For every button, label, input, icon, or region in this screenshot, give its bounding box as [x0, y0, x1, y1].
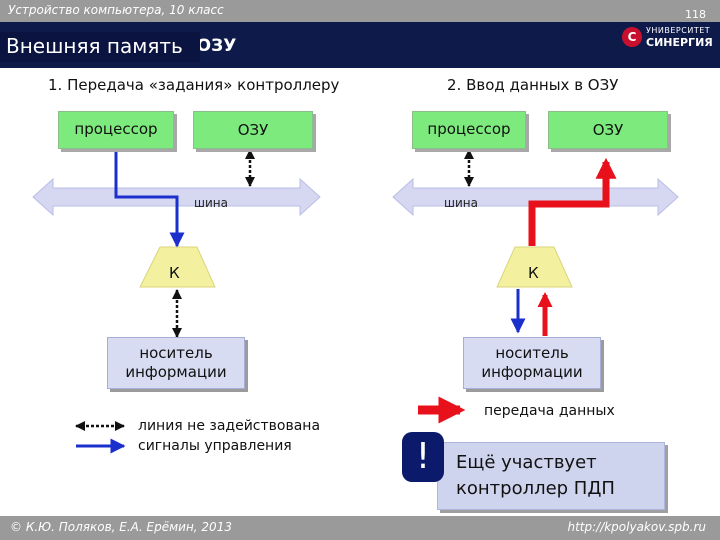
bus-label-1: шина — [194, 196, 228, 210]
legend-transfer: передача данных — [484, 403, 615, 419]
note-line1: Ещё участвует — [456, 452, 597, 473]
synergy-logo-icon: С — [622, 27, 642, 47]
course-label: Устройство компьютера, 10 класс — [8, 3, 224, 17]
bus-label-2: шина — [444, 196, 478, 210]
panel1-heading: 1. Передача «задания» контроллеру — [48, 76, 340, 94]
control-signal-line — [114, 146, 185, 248]
controller-label-2: К — [528, 264, 539, 282]
media-line1: носитель — [139, 344, 213, 362]
slide-title: Внешняя память — [6, 34, 183, 58]
media-box-2: носитель информации — [463, 337, 601, 389]
cpu-box-1: процессор — [58, 111, 174, 149]
exclamation-icon: ! — [402, 432, 444, 482]
media-line2: информации — [481, 363, 583, 381]
media-line1: носитель — [495, 344, 569, 362]
footer-authors: © К.Ю. Поляков, Е.А. Ерёмин, 2013 — [10, 520, 232, 534]
page-number: 118 — [685, 8, 706, 21]
top-strip — [0, 0, 720, 22]
ram-box-2: ОЗУ — [548, 111, 668, 149]
panel2-heading: 2. Ввод данных в ОЗУ — [447, 76, 619, 94]
ram-box-1: ОЗУ — [193, 111, 313, 149]
controller-label-1: К — [169, 264, 180, 282]
footer-url[interactable]: http://kpolyakov.spb.ru — [567, 520, 706, 534]
legend-control: сигналы управления — [138, 438, 292, 454]
controller-shape-1 — [139, 246, 216, 288]
media-line2: информации — [125, 363, 227, 381]
footer-bar — [0, 516, 720, 540]
cpu-box-2: процессор — [412, 111, 526, 149]
controller-shape-2 — [496, 246, 573, 288]
note-line2: контроллер ПДП — [456, 478, 615, 499]
media-box-1: носитель информации — [107, 337, 245, 389]
dma-note-text: Ещё участвует контроллер ПДП — [456, 450, 615, 502]
data-transfer-line — [528, 157, 617, 246]
logo-synergy: СИНЕРГИЯ — [646, 36, 713, 49]
title-box — [0, 32, 200, 62]
logo-university: УНИВЕРСИТЕТ — [646, 26, 711, 35]
legend-unused: линия не задействована — [138, 418, 321, 434]
